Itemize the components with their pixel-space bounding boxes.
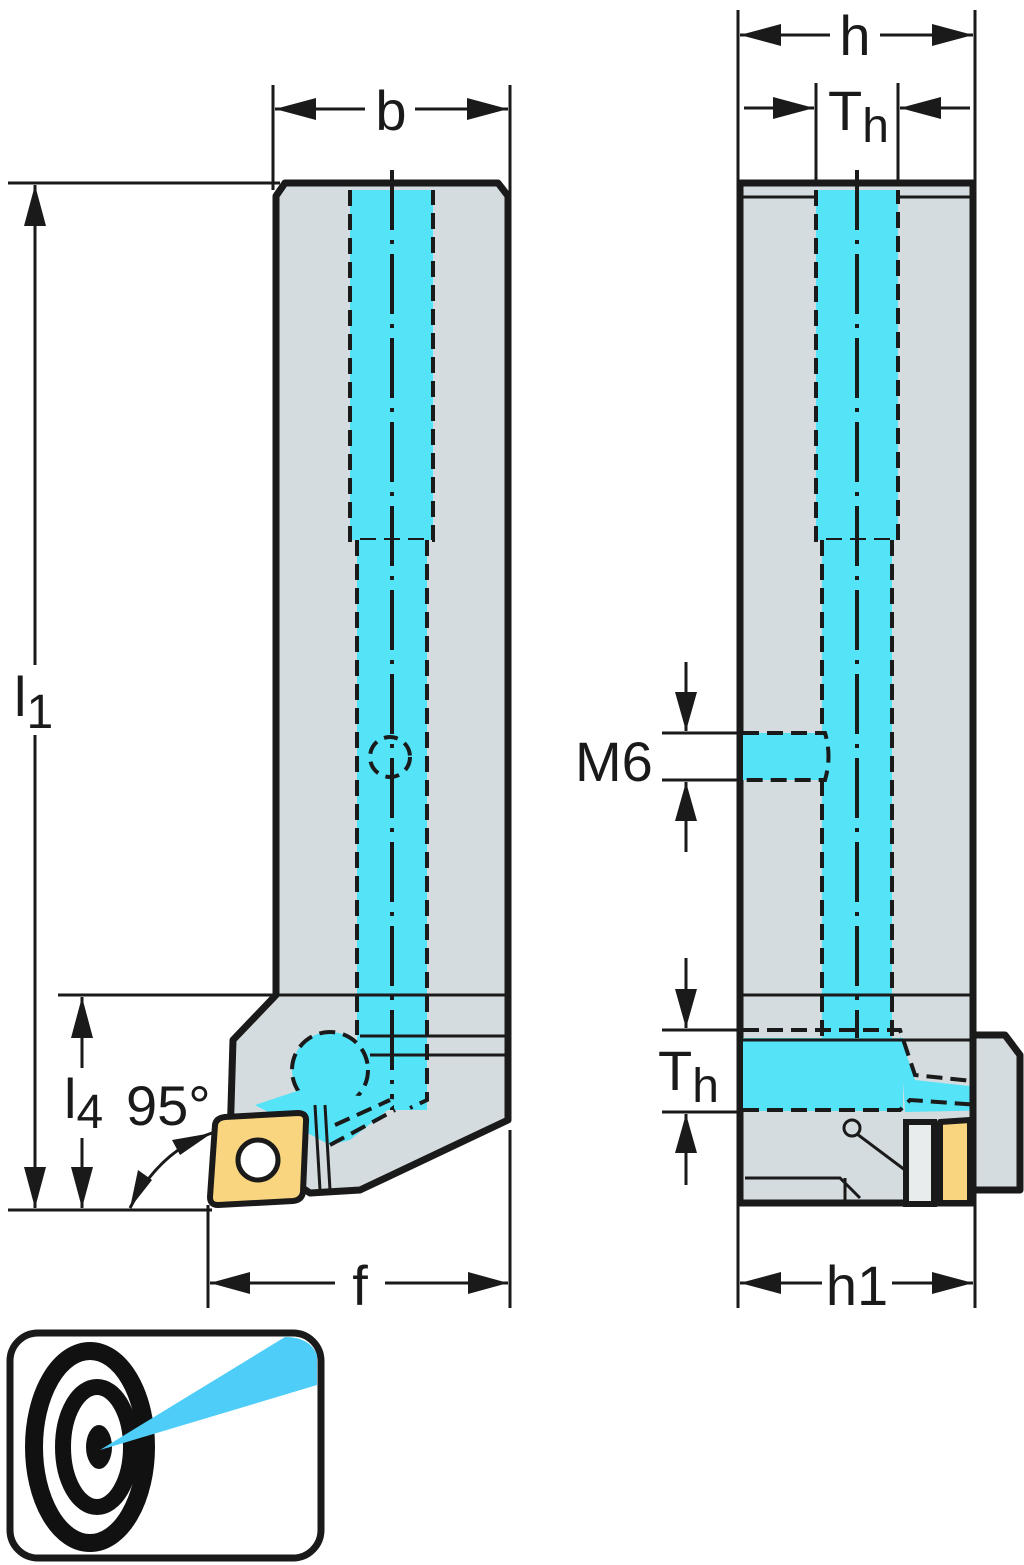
svg-text:Th: Th xyxy=(828,79,889,153)
dim-label-l4: l xyxy=(64,1067,76,1130)
side-dimensions: h Th M6 Th h1 xyxy=(575,4,977,1317)
svg-text:l1: l1 xyxy=(14,665,53,739)
m6-port xyxy=(743,733,828,780)
precision-coolant-icon xyxy=(6,1329,325,1562)
clamp-cavity xyxy=(292,1032,368,1108)
cutting-insert-side xyxy=(937,1117,973,1206)
dim-label-h: h xyxy=(839,4,870,67)
front-dimensions: b l1 l4 95° f xyxy=(8,79,512,1317)
angle-label: 95° xyxy=(126,1074,211,1137)
dim-label-th-side: T xyxy=(658,1039,692,1102)
dim-label-l1: l xyxy=(14,665,26,728)
svg-text:l4: l4 xyxy=(64,1067,103,1139)
svg-text:Th: Th xyxy=(658,1039,719,1113)
side-view xyxy=(736,170,1024,1207)
coolant-cross-channel xyxy=(743,1038,903,1111)
dim-label-th-top: T xyxy=(828,79,862,142)
thread-label-m6: M6 xyxy=(575,730,653,793)
dim-label-b: b xyxy=(375,79,406,142)
dim-label-h1: h1 xyxy=(826,1254,888,1317)
dim-label-f: f xyxy=(352,1254,368,1317)
front-view xyxy=(207,170,512,1208)
insert-hole xyxy=(235,1137,281,1183)
